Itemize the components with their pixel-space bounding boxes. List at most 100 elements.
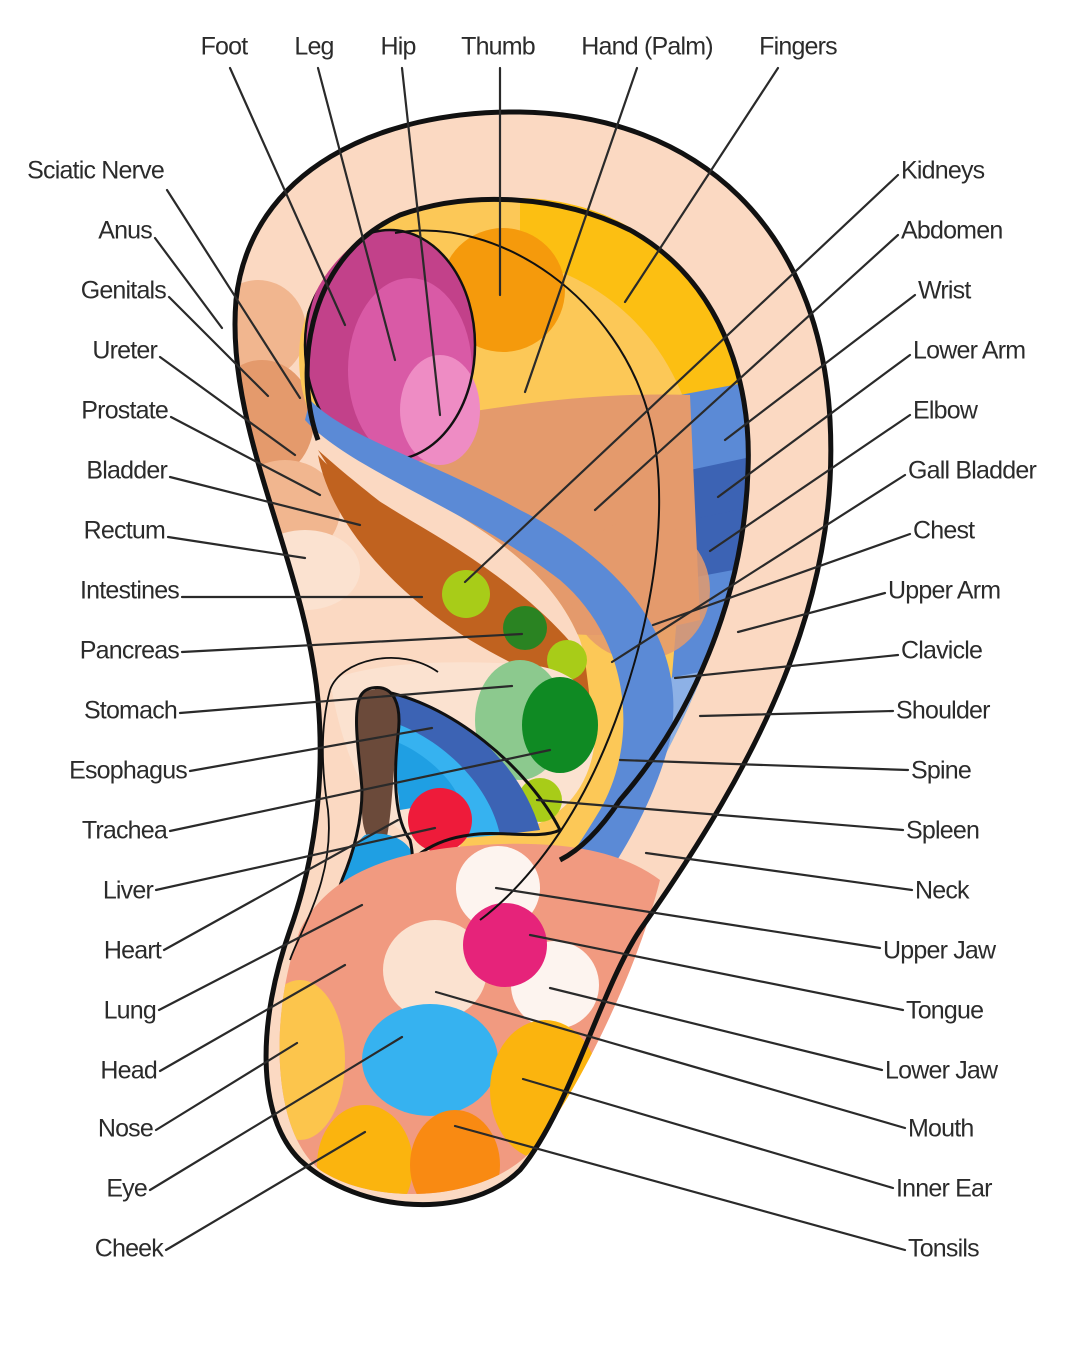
label-shoulder: Shoulder (896, 697, 990, 725)
region-nose (279, 980, 345, 1140)
leader-sciatic-nerve (165, 188, 302, 400)
leader-lines (148, 66, 917, 1252)
leader-kidneys (463, 173, 900, 584)
label-trachea: Trachea (82, 817, 168, 845)
region-spine-sweep (305, 400, 674, 940)
label-gall-bladder: Gall Bladder (908, 457, 1036, 485)
label-inner-ear: Inner Ear (896, 1175, 992, 1203)
leader-neck (644, 851, 914, 892)
label-nose: Nose (98, 1115, 153, 1143)
leader-upper-arm (736, 591, 887, 634)
label-lower-jaw: Lower Jaw (885, 1057, 999, 1085)
leader-genitals (167, 295, 270, 398)
label-liver: Liver (103, 877, 154, 905)
leader-leg (316, 66, 397, 362)
label-upper-jaw: Upper Jaw (883, 937, 997, 965)
region-liver (522, 677, 598, 773)
label-head: Head (100, 1057, 157, 1085)
label-mouth: Mouth (908, 1115, 973, 1143)
concha-upper (318, 450, 590, 700)
leader-heart (162, 818, 400, 952)
label-bladder: Bladder (86, 457, 167, 485)
leader-ureter (158, 355, 297, 457)
label-esophagus: Esophagus (69, 757, 187, 785)
leader-lower-arm (716, 353, 912, 499)
label-lung: Lung (104, 997, 156, 1025)
leader-foot (228, 66, 347, 327)
leader-inner-ear (521, 1077, 895, 1190)
leader-hip (400, 66, 442, 417)
leader-gall-bladder (610, 473, 907, 664)
leader-mouth (434, 990, 907, 1130)
region-lung-arc (380, 690, 540, 835)
region-gall-bladder (547, 640, 587, 680)
label-foot: Foot (201, 33, 249, 61)
leader-head (158, 963, 347, 1073)
region-pancreas (442, 570, 490, 618)
leader-tongue (528, 933, 905, 1012)
label-kidneys: Kidneys (901, 157, 985, 185)
leader-eye (148, 1035, 404, 1192)
label-heart: Heart (104, 937, 162, 965)
label-chest: Chest (913, 517, 975, 545)
leader-hand-palm (523, 66, 639, 394)
region-cheek (317, 1105, 413, 1194)
label-intestines: Intestines (80, 577, 179, 605)
label-leg: Leg (294, 33, 333, 61)
intertragic-line (329, 657, 439, 691)
leader-upper-jaw (494, 886, 882, 950)
label-rectum: Rectum (84, 517, 165, 545)
label-spine: Spine (911, 757, 971, 785)
label-abdomen: Abdomen (901, 217, 1002, 245)
leader-anus (153, 236, 224, 330)
leader-lung (157, 903, 364, 1012)
label-neck: Neck (915, 877, 970, 905)
label-elbow: Elbow (913, 397, 979, 425)
leader-abdomen (593, 233, 900, 512)
leader-cheek (164, 1130, 367, 1252)
label-pancreas: Pancreas (80, 637, 180, 665)
label-spleen: Spleen (906, 817, 979, 845)
label-cheek: Cheek (95, 1235, 165, 1263)
region-inner-ear (490, 1020, 600, 1160)
leader-trachea (168, 748, 552, 833)
leader-clavicle (673, 653, 900, 680)
label-sciatic-nerve: Sciatic Nerve (27, 157, 164, 185)
leader-rectum (166, 535, 307, 560)
label-hip: Hip (380, 33, 415, 61)
region-tragus-brown (356, 688, 399, 847)
pink-oval (303, 228, 480, 465)
leader-chest (651, 532, 912, 627)
inner-concha-line (394, 229, 661, 921)
leader-pancreas (180, 632, 524, 654)
region-pancreas-green (503, 606, 547, 650)
leader-wrist (723, 293, 917, 442)
leader-liver (154, 826, 437, 892)
label-clavicle: Clavicle (901, 637, 982, 665)
inner-helix-outline (304, 196, 751, 863)
labels-left: Sciatic NerveAnusGenitalsUreterProstateB… (27, 157, 188, 1263)
leader-shoulder (698, 709, 895, 718)
leader-bladder (168, 475, 362, 527)
region-anus-genitals (234, 280, 306, 380)
label-hand-palm: Hand (Palm) (581, 33, 713, 61)
label-wrist: Wrist (918, 277, 971, 305)
label-genitals: Genitals (81, 277, 167, 305)
label-prostate: Prostate (81, 397, 168, 425)
label-thumb: Thumb (461, 33, 535, 61)
labels-top: Foot Leg Hip Thumb Hand (Palm) Fingers (201, 33, 838, 61)
region-tongue (463, 903, 547, 987)
label-lower-arm: Lower Arm (913, 337, 1025, 365)
concha-outline (374, 688, 563, 891)
label-eye: Eye (106, 1175, 147, 1203)
region-eye (362, 1004, 498, 1116)
label-tonsils: Tonsils (908, 1235, 979, 1263)
leader-spine (618, 758, 910, 772)
label-fingers: Fingers (759, 33, 837, 61)
leader-tonsils (453, 1124, 907, 1252)
leader-esophagus (188, 726, 434, 773)
leader-stomach (178, 684, 514, 715)
label-stomach: Stomach (84, 697, 177, 725)
